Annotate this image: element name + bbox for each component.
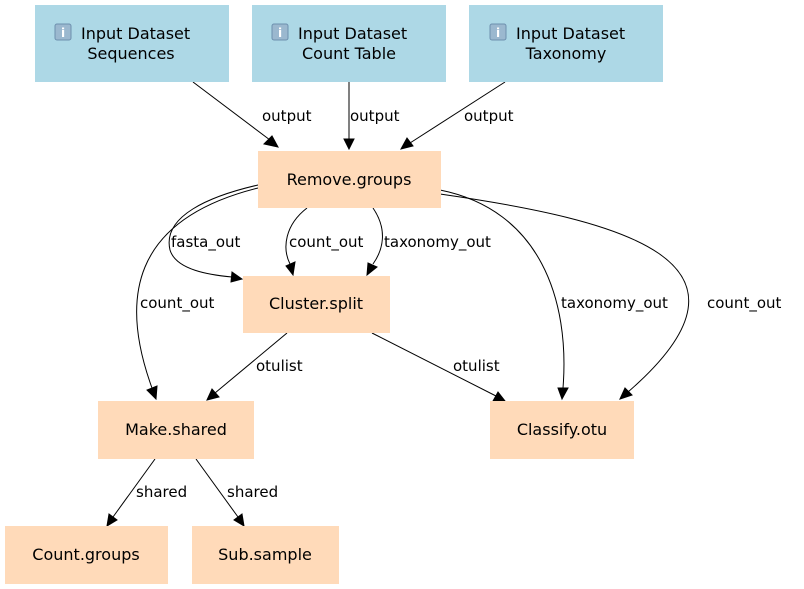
edge-label-tax-output: output <box>464 107 514 125</box>
edge-label-fasta-out: fasta_out <box>171 233 241 252</box>
edge-label-taxonomy-out-cluster: taxonomy_out <box>384 233 491 252</box>
node-label: Make.shared <box>125 420 227 439</box>
edge-remove-to-classify-count <box>439 193 690 393</box>
edge-cluster-to-make-shared <box>214 332 288 394</box>
node-line2: Taxonomy <box>525 44 607 63</box>
edges: output output output fasta_out count_out… <box>106 81 782 527</box>
edge-label-count-output: output <box>350 107 400 125</box>
node-sub-sample[interactable]: Sub.sample <box>192 526 339 584</box>
node-input-count-table[interactable]: i Input Dataset Count Table <box>252 5 446 82</box>
svg-text:i: i <box>496 26 500 40</box>
arrowhead <box>619 387 633 400</box>
edge-label-shared-sub: shared <box>227 483 278 501</box>
edge-label-otulist-make: otulist <box>256 357 303 375</box>
edge-remove-to-classify-taxonomy <box>439 189 565 389</box>
arrowhead <box>492 391 507 402</box>
node-line2: Sequences <box>87 44 174 63</box>
info-icon: i <box>489 23 507 41</box>
arrowhead <box>146 385 158 401</box>
node-remove-groups[interactable]: Remove.groups <box>258 151 441 208</box>
edge-label-shared-count: shared <box>136 483 187 501</box>
svg-text:i: i <box>61 26 65 40</box>
node-count-groups[interactable]: Count.groups <box>5 526 168 584</box>
info-icon: i <box>54 23 72 41</box>
arrowhead <box>343 138 355 151</box>
edge-label-count-out-classify: count_out <box>707 294 782 313</box>
edge-tax-to-remove <box>409 81 506 144</box>
node-label: Classify.otu <box>517 420 607 439</box>
arrowhead <box>233 513 245 527</box>
edge-cluster-to-classify <box>371 332 497 397</box>
node-input-taxonomy[interactable]: i Input Dataset Taxonomy <box>469 5 663 82</box>
node-label: Cluster.split <box>269 294 363 313</box>
edge-label-taxonomy-out-classify: taxonomy_out <box>561 294 668 313</box>
arrowhead <box>557 387 569 401</box>
edge-seq-to-remove <box>192 81 271 141</box>
arrowhead <box>206 388 220 401</box>
edge-label-count-out-cluster: count_out <box>289 233 364 252</box>
arrowhead <box>366 262 378 277</box>
node-cluster-split[interactable]: Cluster.split <box>243 276 390 333</box>
edge-remove-to-cluster-count <box>285 207 308 265</box>
node-input-sequences[interactable]: i Input Dataset Sequences <box>35 5 229 82</box>
edge-remove-to-cluster-taxonomy <box>372 207 383 265</box>
node-label: Sub.sample <box>218 545 312 564</box>
arrowhead <box>400 137 414 150</box>
node-line1: Input Dataset <box>298 24 407 43</box>
node-line2: Count Table <box>302 44 396 63</box>
edge-make-shared-to-sub-sample <box>195 458 239 518</box>
edge-label-otulist-classify: otulist <box>453 357 500 375</box>
node-classify-otu[interactable]: Classify.otu <box>490 401 634 459</box>
edge-label-count-out-make: count_out <box>140 294 215 313</box>
node-label: Count.groups <box>32 545 139 564</box>
node-label: Remove.groups <box>287 170 412 189</box>
edge-remove-to-cluster-fasta <box>168 184 259 278</box>
arrowhead <box>285 261 296 277</box>
node-make-shared[interactable]: Make.shared <box>98 401 254 459</box>
edge-make-shared-to-count-groups <box>112 458 156 518</box>
info-icon: i <box>271 23 289 41</box>
node-line1: Input Dataset <box>516 24 625 43</box>
node-line1: Input Dataset <box>81 24 190 43</box>
edge-label-seq-output: output <box>262 107 312 125</box>
arrowhead <box>106 513 118 527</box>
arrowhead <box>230 271 244 283</box>
arrowhead <box>262 135 279 148</box>
svg-text:i: i <box>278 26 282 40</box>
edge-remove-to-make-shared <box>136 187 259 389</box>
